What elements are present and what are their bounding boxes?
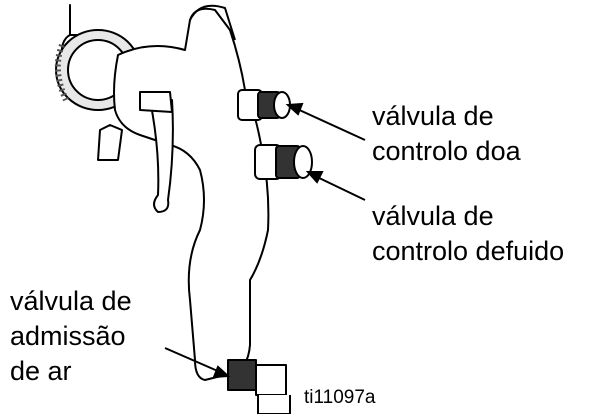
air-inlet-label-line2: admissão xyxy=(10,323,126,350)
middle-valve-label-line1: válvula de xyxy=(372,203,494,230)
middle-valve-knob xyxy=(255,145,312,179)
top-valve-knob xyxy=(238,90,290,120)
gun-body xyxy=(114,9,268,380)
middle-valve-label-line2: controlo defuido xyxy=(372,238,564,265)
trigger xyxy=(150,100,173,212)
trigger-pivot xyxy=(140,92,172,112)
top-valve-label-line2: controlo doa xyxy=(372,138,521,165)
front-boss xyxy=(98,125,122,160)
air-inlet-fitting xyxy=(228,360,290,414)
air-inlet-label-line1: válvula de xyxy=(10,288,132,315)
top-valve-label-line1: válvula de xyxy=(372,103,494,130)
air-inlet-label-line3: de ar xyxy=(10,358,72,385)
figure-id: ti11097a xyxy=(304,388,376,407)
